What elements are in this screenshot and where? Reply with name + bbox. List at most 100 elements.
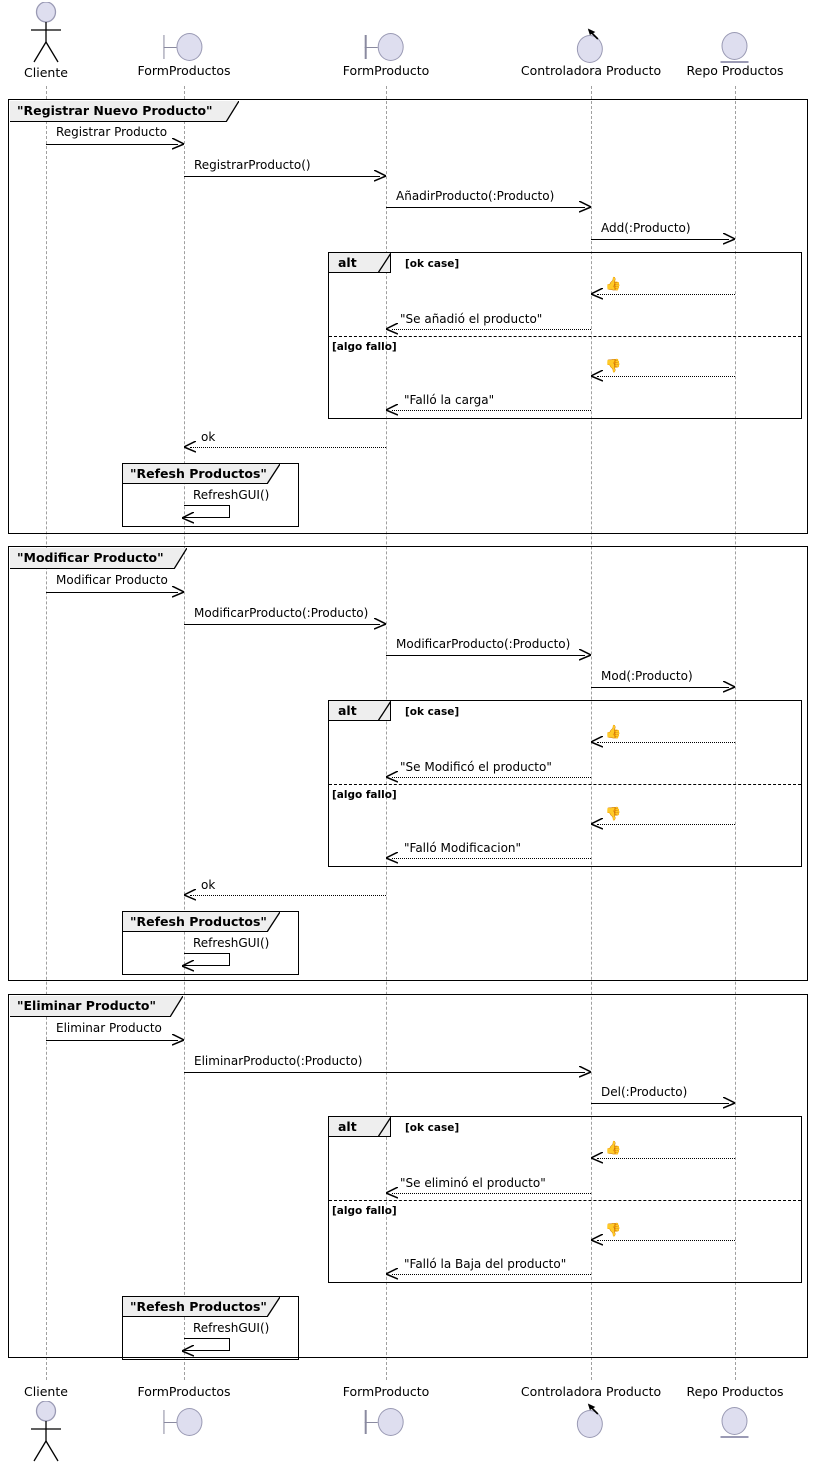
fragment-eliminar-header: "Eliminar Producto" [10, 996, 183, 1017]
arrowhead-icon [386, 323, 398, 335]
message-label: AñadirProducto(:Producto) [396, 189, 555, 203]
message-label: Modificar Producto [56, 573, 168, 587]
fragment-registrar [8, 99, 808, 534]
self-message-arrow [184, 505, 230, 518]
arrowhead-icon [386, 771, 398, 783]
arrowhead-icon [172, 138, 184, 150]
fragment-refresh-1-title: "Refesh Productos" [130, 466, 267, 481]
arrowhead-icon [591, 370, 603, 382]
participant-cliente-top[interactable]: Cliente [16, 2, 76, 80]
fragment-eliminar [8, 994, 808, 1358]
fragment-refresh-2 [122, 911, 299, 975]
actor-icon [16, 1401, 76, 1463]
message-label: "Falló Modificacion" [404, 841, 522, 855]
guard-ok: [ok case] [405, 1122, 460, 1134]
refresh-corner-icon [267, 464, 280, 484]
alt-branch-divider [329, 784, 801, 785]
arrowhead-icon [591, 818, 603, 830]
participant-repo-top[interactable]: Repo Productos [687, 28, 784, 78]
message-label: RefreshGUI() [193, 488, 270, 502]
fragment-eliminar-title: "Eliminar Producto" [17, 998, 157, 1013]
participant-label: Repo Productos [686, 1384, 784, 1399]
participant-formproductos-top[interactable]: FormProductos [137, 28, 231, 78]
message-arrow [392, 777, 591, 778]
participant-controladora-top[interactable]: Controladora Producto [521, 28, 661, 78]
alt-fragment-eliminar [328, 1116, 802, 1283]
arrowhead-icon [386, 1187, 398, 1199]
message-arrow [392, 1274, 591, 1275]
fragment-modificar [8, 546, 808, 981]
arrowhead-icon [386, 1268, 398, 1280]
control-icon [561, 1403, 621, 1439]
lifeline-cliente [46, 86, 47, 1380]
thumbs-up-icon: 👍 [605, 725, 622, 740]
arrowhead-icon [182, 1345, 194, 1357]
fragment-refresh-3-header: "Refesh Productos" [123, 1297, 267, 1317]
message-label: RefreshGUI() [193, 936, 270, 950]
guard-fail: [algo fallo] [332, 341, 397, 353]
participant-controladora-bottom[interactable]: Controladora Producto [521, 1385, 661, 1439]
lifeline-controladora [591, 86, 592, 1380]
arrowhead-icon [579, 649, 591, 661]
message-label: "Se Modificó el producto" [400, 760, 552, 774]
arrowhead-icon [723, 681, 735, 693]
message-arrow [597, 1158, 735, 1159]
message-label: "Se añadió el producto" [400, 312, 543, 326]
arrowhead-icon [591, 1234, 603, 1246]
arrowhead-icon [374, 170, 386, 182]
alt-operator-label: alt [329, 1117, 391, 1137]
participant-label: Cliente [24, 1384, 68, 1399]
alt-text: alt [338, 703, 357, 718]
participant-formproductos-bottom[interactable]: FormProductos [137, 1384, 231, 1439]
participant-formproducto-top[interactable]: FormProducto [342, 28, 430, 78]
message-label: "Se eliminó el producto" [400, 1176, 546, 1190]
message-label: Mod(:Producto) [601, 669, 693, 683]
message-arrow [591, 239, 729, 240]
refresh-corner-icon [267, 912, 280, 932]
alt-fragment-modificar [328, 700, 802, 867]
arrowhead-icon [182, 960, 194, 972]
thumbs-down-icon: 👎 [605, 359, 622, 374]
participant-cliente-bottom[interactable]: Cliente [16, 1385, 76, 1463]
refresh-corner-icon [267, 1297, 280, 1317]
entity-icon [705, 1403, 765, 1439]
participant-repo-bottom[interactable]: Repo Productos [687, 1385, 784, 1439]
alt-text: alt [338, 255, 357, 270]
fragment-modificar-title: "Modificar Producto" [17, 550, 164, 565]
message-label: Add(:Producto) [601, 221, 691, 235]
message-arrow [386, 207, 585, 208]
self-message-arrow [184, 1338, 230, 1351]
boundary-icon [356, 28, 416, 64]
arrowhead-icon [579, 201, 591, 213]
fragment-refresh-3-title: "Refesh Productos" [130, 1299, 267, 1314]
participant-formproducto-bottom[interactable]: FormProducto [343, 1385, 429, 1439]
participant-label: FormProductos [137, 1384, 231, 1399]
arrowhead-icon [386, 852, 398, 864]
arrowhead-icon [184, 441, 196, 453]
guard-fail: [algo fallo] [332, 1205, 397, 1217]
control-icon [561, 28, 621, 64]
message-label: ModificarProducto(:Producto) [396, 637, 571, 651]
participant-label: FormProductos [137, 63, 231, 78]
alt-operator-label: alt [329, 253, 391, 273]
message-arrow [597, 742, 735, 743]
actor-icon [16, 2, 76, 63]
arrowhead-icon [723, 233, 735, 245]
fragment-refresh-2-title: "Refesh Productos" [130, 914, 267, 929]
thumbs-down-icon: 👎 [605, 807, 622, 822]
fragment-modificar-header: "Modificar Producto" [10, 548, 187, 569]
participant-label: Repo Productos [686, 63, 784, 78]
guard-fail: [algo fallo] [332, 789, 397, 801]
alt-branch-divider [329, 336, 801, 337]
message-arrow [597, 1240, 735, 1241]
message-label: RefreshGUI() [193, 1321, 270, 1335]
message-arrow [392, 858, 591, 859]
message-arrow [46, 144, 178, 145]
alt-corner-icon [378, 701, 391, 721]
message-arrow [597, 294, 735, 295]
participant-label: FormProducto [342, 63, 430, 78]
fragment-registrar-header: "Registrar Nuevo Producto" [10, 101, 239, 122]
participant-label: Controladora Producto [520, 63, 662, 78]
participant-label: Controladora Producto [520, 1384, 662, 1399]
